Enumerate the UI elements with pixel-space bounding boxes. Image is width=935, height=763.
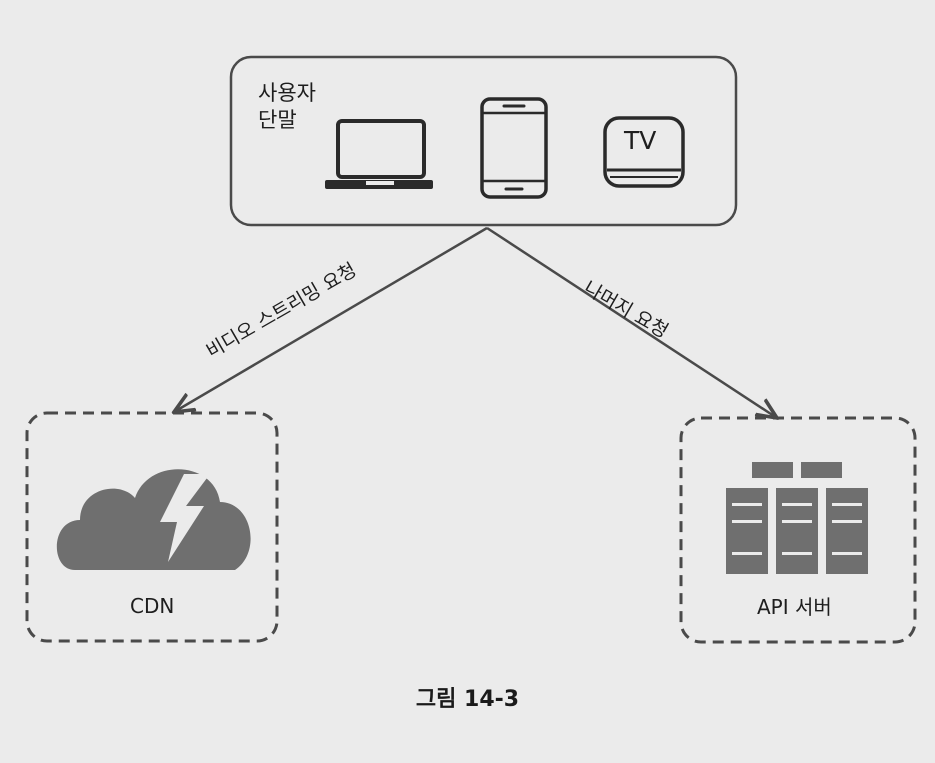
api-server-label: API 서버 [757,595,832,619]
user-devices-label: 사용자 단말 [258,80,316,134]
api-server-box [679,416,917,644]
cloud-lightning-icon [56,469,251,570]
tv-icon-text: TV [624,126,657,155]
user-devices-box [229,55,738,227]
tv-box-icon [603,116,685,188]
edge-to-api [486,226,777,418]
smartphone-icon [480,97,548,199]
figure-caption: 그림 14-3 [415,687,520,712]
edge-to-cdn [174,226,488,412]
user-devices-label-line2: 단말 [258,108,297,132]
laptop-icon [325,119,433,189]
user-devices-label-line1: 사용자 [258,81,316,105]
cdn-box [25,411,279,643]
server-rack-icon [726,462,868,574]
cdn-label: CDN [130,594,175,618]
